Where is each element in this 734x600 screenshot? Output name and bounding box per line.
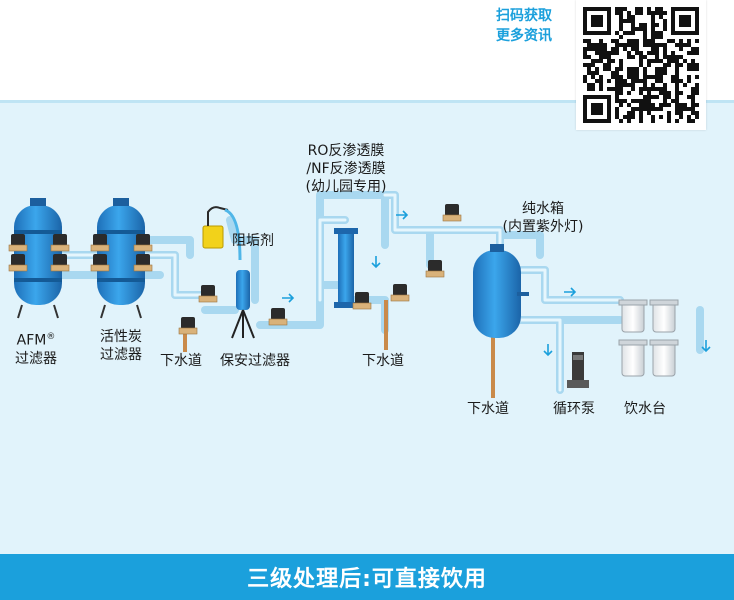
scan-line-1: 扫码获取 bbox=[496, 8, 552, 24]
solenoid-valve-icon bbox=[268, 308, 288, 326]
drain-label-2: 下水道 bbox=[362, 353, 404, 369]
carbon-filter-vessels bbox=[97, 198, 145, 319]
afm-registered-mark: ® bbox=[46, 332, 56, 342]
flow-arrow-icon bbox=[701, 340, 711, 353]
solenoid-valve-icon bbox=[50, 234, 70, 252]
flow-arrow-icon bbox=[543, 344, 553, 357]
carbon-label-line1: 活性炭 bbox=[100, 329, 142, 345]
solenoid-valve-icon bbox=[178, 317, 198, 335]
afm-label-main: AFM bbox=[16, 332, 47, 349]
ro-label-line3: (幼儿园专用) bbox=[305, 179, 387, 195]
valve-group bbox=[8, 204, 462, 335]
tank-label-line2: (内置紫外灯) bbox=[502, 219, 584, 235]
solenoid-valve-icon bbox=[133, 254, 153, 272]
solenoid-valve-icon bbox=[425, 260, 445, 278]
ro-label-line2: /NF反渗透膜 bbox=[306, 161, 386, 177]
flow-arrow-icon bbox=[371, 256, 381, 269]
afm-label-line2: 过滤器 bbox=[15, 350, 57, 367]
solenoid-valve-icon bbox=[8, 254, 28, 272]
chemical-container-icon bbox=[202, 206, 242, 261]
solenoid-valve-icon bbox=[390, 284, 410, 302]
afm-filter-label: AFM® 过滤器 bbox=[6, 328, 66, 368]
pump-label: 循环泵 bbox=[553, 401, 595, 417]
carbon-filter-label: 活性炭 过滤器 bbox=[88, 328, 154, 364]
ro-membrane-label: RO反渗透膜 /NF反渗透膜 (幼儿园专用) bbox=[296, 142, 396, 196]
afm-filter-vessels bbox=[14, 198, 62, 319]
pure-water-tank-label: 纯水箱 (内置紫外灯) bbox=[490, 200, 596, 236]
drinking-fountain-housings bbox=[618, 299, 679, 377]
diagram-panel bbox=[0, 100, 734, 554]
solenoid-valve-icon bbox=[442, 204, 462, 222]
fountain-label: 饮水台 bbox=[624, 401, 666, 417]
footer-text: 三级处理后:可直接饮用 bbox=[247, 567, 487, 592]
security-filter bbox=[231, 270, 255, 339]
solenoid-valve-icon bbox=[352, 292, 372, 310]
drain-label-3: 下水道 bbox=[467, 401, 509, 417]
process-diagram bbox=[8, 191, 711, 398]
flow-arrow-icon bbox=[282, 293, 295, 303]
arrow-group bbox=[282, 210, 711, 357]
solenoid-valve-icon bbox=[133, 234, 153, 252]
solenoid-valve-icon bbox=[198, 285, 218, 303]
circulation-pump bbox=[567, 352, 589, 388]
flow-arrow-icon bbox=[396, 210, 409, 220]
security-filter-label: 保安过滤器 bbox=[220, 353, 290, 369]
ro-label-line1: RO反渗透膜 bbox=[307, 143, 385, 159]
carbon-label-line2: 过滤器 bbox=[100, 347, 142, 363]
solenoid-valve-icon bbox=[90, 234, 110, 252]
pure-water-tank bbox=[473, 244, 529, 338]
footer-banner: 三级处理后:可直接饮用 bbox=[0, 554, 734, 600]
panel-top-border bbox=[0, 100, 734, 103]
qr-code-icon[interactable] bbox=[576, 0, 706, 130]
flow-arrow-icon bbox=[564, 287, 577, 297]
ro-membrane bbox=[334, 228, 358, 308]
scan-line-2: 更多资讯 bbox=[496, 28, 552, 44]
drain-pipes bbox=[183, 300, 495, 398]
solenoid-valve-icon bbox=[8, 234, 28, 252]
scale-inhibitor-label: 阻垢剂 bbox=[232, 233, 274, 249]
tank-label-line1: 纯水箱 bbox=[522, 201, 564, 217]
scan-prompt: 扫码获取 更多资讯 bbox=[496, 6, 576, 46]
drain-label-1: 下水道 bbox=[160, 353, 202, 369]
solenoid-valve-icon bbox=[90, 254, 110, 272]
solenoid-valve-icon bbox=[50, 254, 70, 272]
